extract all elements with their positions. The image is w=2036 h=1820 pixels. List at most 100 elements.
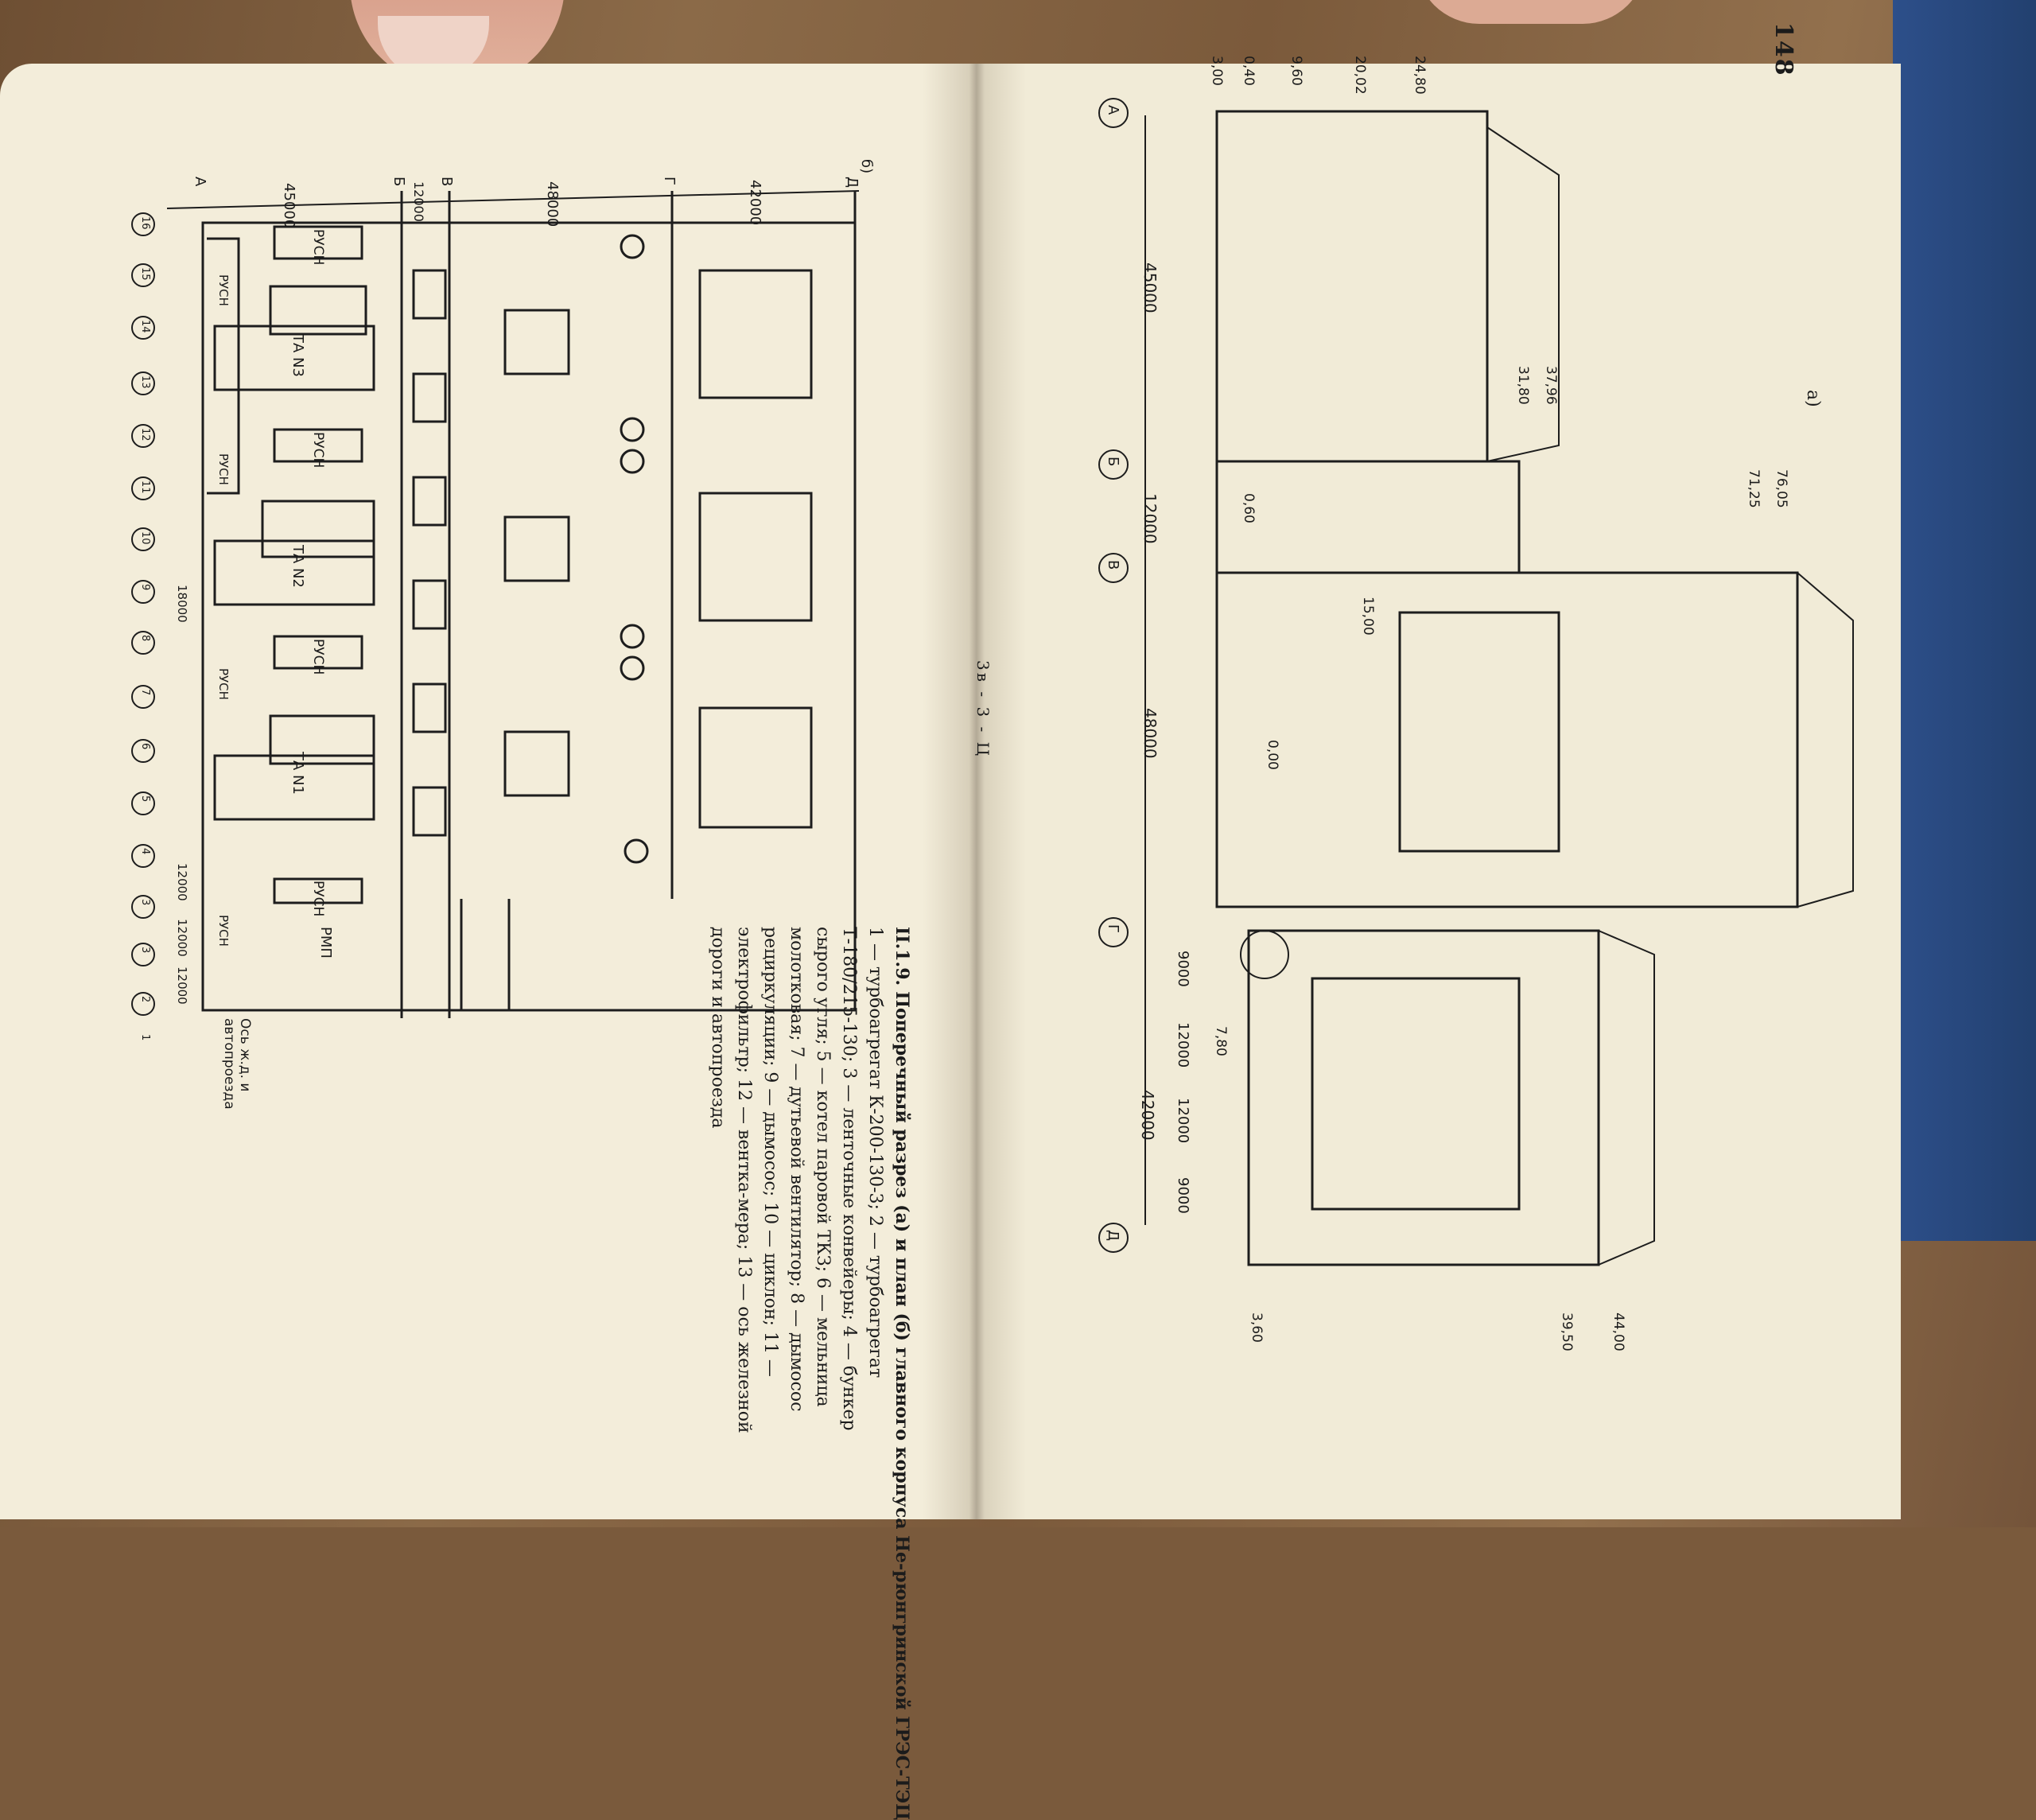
section-drawing <box>1098 98 1854 1266</box>
section-turbine-hall <box>1215 110 1489 463</box>
plan-row-axis-number: 5 <box>139 795 151 803</box>
plan-row-span: 18000 <box>175 585 189 623</box>
plan-label-rusn: РУСН <box>310 639 326 675</box>
section-fan-circle <box>1240 930 1289 979</box>
plan-row-axis-number: 4 <box>139 848 151 855</box>
section-elevation: 39,50 <box>1559 1312 1575 1351</box>
plan-rail-axis-label: Ось ж.д. и автопроезда <box>221 1018 253 1110</box>
plan-rusn-box <box>273 877 363 904</box>
plan-label-turbine-1: ТА N1 <box>289 752 306 795</box>
page-number: 148 <box>1770 22 1797 77</box>
section-boiler <box>1398 611 1560 853</box>
plan-row-axis-number: 7 <box>139 689 151 696</box>
plan-row-axis-number: 16 <box>139 216 151 230</box>
section-span-dimension: 45000 <box>1140 262 1160 313</box>
section-elevation: 3,00 <box>1209 56 1225 86</box>
plan-rusn-box <box>273 635 363 670</box>
plan-boiler <box>698 269 813 399</box>
plan-panel-label: б) <box>858 159 875 174</box>
section-elevation: 44,00 <box>1611 1312 1626 1351</box>
figure-legend: 1 — турбоагрегат К-200-130-3; 2 — турбоа… <box>708 927 885 1433</box>
section-elevation: 9,60 <box>1288 56 1304 86</box>
plan-axis-letter-a: А <box>192 177 208 187</box>
plan-axis-letter-d: Д <box>844 177 861 189</box>
plan-row-axis-number: 9 <box>139 584 151 591</box>
plan-axis-letter-v: В <box>438 177 455 187</box>
plan-row-axis-number: 6 <box>139 743 151 750</box>
plan-row-span: 12000 <box>175 966 189 1005</box>
plan-boiler <box>698 492 813 622</box>
section-span-dimension: 9000 <box>1175 1177 1191 1214</box>
plan-rusn-box <box>273 225 363 260</box>
plan-turbine-3 <box>213 285 375 391</box>
plan-turbine-1 <box>213 714 375 821</box>
plan-label-turbine-3: ТА N3 <box>289 334 306 377</box>
section-span-dimension: 9000 <box>1175 951 1191 987</box>
section-elevation: 3,60 <box>1249 1312 1265 1343</box>
plan-row-axis-number: 3 <box>139 947 151 954</box>
plan-span-dimension: 48000 <box>544 181 561 228</box>
plan-row-span: 12000 <box>175 863 189 901</box>
section-elevation: 7,80 <box>1213 1026 1229 1056</box>
section-elevation: 71,25 <box>1746 469 1762 508</box>
section-electrofilter <box>1311 977 1521 1211</box>
section-axis-letter-b: Б <box>1105 457 1121 467</box>
section-precipitator-roof <box>1598 930 1655 1266</box>
plan-turbine-2 <box>213 500 375 606</box>
figure-caption: II.1.9. Поперечный разрез (а) и план (б)… <box>705 927 915 1820</box>
plan-rusn-strip <box>207 237 240 495</box>
section-panel-label: а) <box>1803 390 1823 407</box>
book-gutter <box>923 64 1026 1519</box>
plan-label-rusn: РУСН <box>310 881 326 917</box>
section-elevation: 0,40 <box>1241 56 1257 86</box>
plan-row-axis-number: 1 <box>139 1034 151 1041</box>
signature-mark: 3в - 3 - Ц <box>973 660 993 759</box>
plan-boiler <box>698 706 813 829</box>
plan-label-rusn: РУСН <box>216 274 231 306</box>
plan-drawing <box>131 190 860 1018</box>
plan-span-dimension: 12000 <box>411 181 426 222</box>
section-axis-letter-a: А <box>1105 105 1121 115</box>
plan-mill <box>503 309 570 375</box>
figure-title: Поперечный разрез (а) и план (б) главног… <box>892 991 912 1820</box>
section-axis-letter-d: Д <box>1105 1230 1121 1242</box>
section-roof-truss <box>1486 126 1560 462</box>
section-elevation: 0,60 <box>1241 493 1257 523</box>
plan-bunkers <box>412 269 447 837</box>
plan-label-rusn: РУСН <box>216 668 231 700</box>
left-page <box>0 64 977 1519</box>
book-cover <box>1893 0 2036 1241</box>
section-boiler-house <box>1215 571 1799 908</box>
plan-span-dimension: 45000 <box>281 183 297 229</box>
plan-label-rusn: РУСН <box>310 432 326 469</box>
plan-row-axis-number: 13 <box>139 375 151 389</box>
plan-cyclones <box>620 234 649 864</box>
plan-row-axis-number: 14 <box>139 320 151 333</box>
plan-axis-letter-b: Б <box>390 177 407 187</box>
plan-row-span: 12000 <box>175 919 189 957</box>
section-axis-letter-v: В <box>1105 560 1121 570</box>
plan-dimension-line <box>166 190 860 209</box>
section-bunker-bay <box>1215 460 1521 574</box>
section-elevation: 37,96 <box>1543 366 1559 405</box>
plan-mill <box>503 515 570 582</box>
drawing-canvas <box>131 98 1854 1266</box>
plan-row-axis-number: 11 <box>139 480 151 494</box>
plan-rusn-box <box>273 428 363 463</box>
right-page <box>977 64 1901 1519</box>
section-axis-letter-g: Г <box>1105 924 1121 933</box>
section-span-dimension: 12000 <box>1175 1022 1191 1068</box>
section-boiler-roof <box>1797 572 1854 908</box>
plan-row-axis-number: 15 <box>139 267 151 281</box>
plan-axis-letter-g: Г <box>661 177 678 185</box>
section-span-dimension: 12000 <box>1175 1098 1191 1144</box>
plan-row-axis-number: 10 <box>139 531 151 545</box>
section-elevation: 0,00 <box>1265 740 1280 770</box>
section-span-dimension: 12000 <box>1140 493 1160 544</box>
plan-axis-bubbles <box>131 212 155 1016</box>
plan-row-axis-number: 8 <box>139 635 151 642</box>
section-elevation: 31,80 <box>1515 366 1531 405</box>
section-axis-bubbles <box>1098 98 1129 1253</box>
plan-label-rusn: РУСН <box>216 915 231 947</box>
plan-row-axis-number: 2 <box>139 996 151 1003</box>
